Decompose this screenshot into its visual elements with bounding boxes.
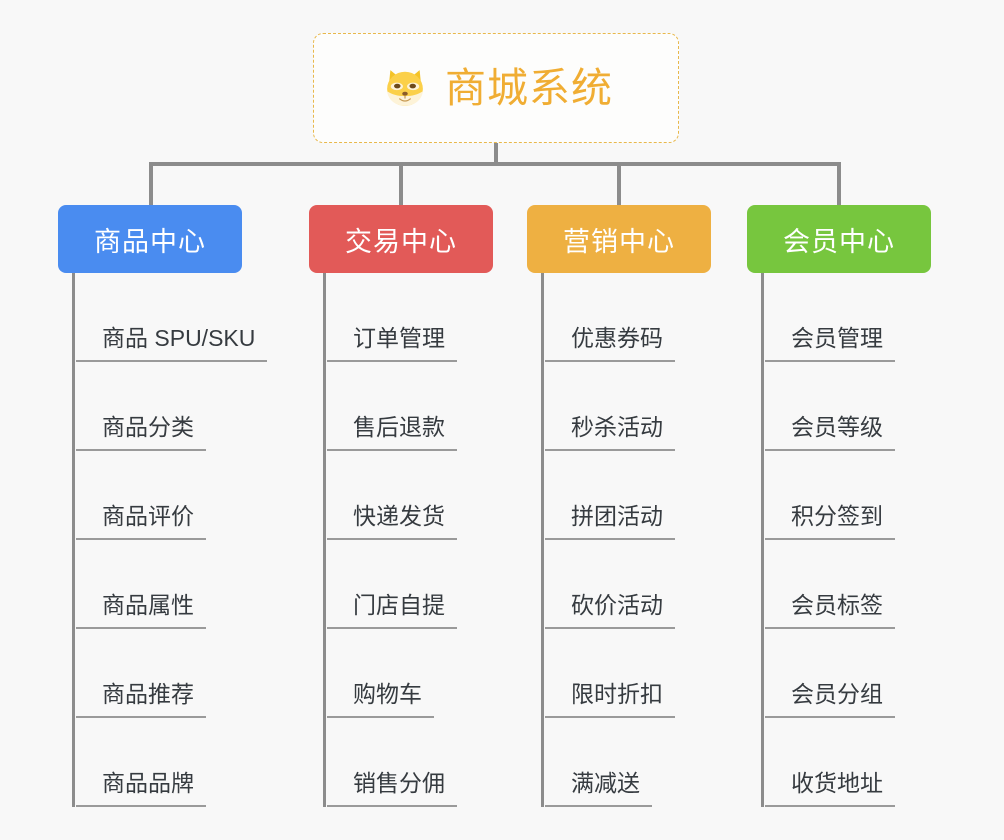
leaf-item[interactable]: 会员管理: [761, 273, 931, 362]
leaf-item[interactable]: 商品评价: [72, 451, 242, 540]
leaf-label: 拼团活动: [545, 502, 675, 540]
leaf-label: 积分签到: [765, 502, 895, 540]
leaf-label: 会员等级: [765, 413, 895, 451]
leaf-list-marketing-center: 优惠券码 秒杀活动 拼团活动 砍价活动 限时折扣 满减送: [541, 273, 711, 807]
leaf-label: 秒杀活动: [545, 413, 675, 451]
shiba-dog-face-icon: [387, 70, 423, 109]
leaf-label: 售后退款: [327, 413, 457, 451]
leaf-item[interactable]: 收货地址: [761, 718, 931, 807]
column-trade-center: 交易中心 订单管理 售后退款 快递发货 门店自提 购物车 销售分佣: [309, 205, 493, 807]
leaf-item[interactable]: 会员分组: [761, 629, 931, 718]
column-member-center: 会员中心 会员管理 会员等级 积分签到 会员标签 会员分组 收货地址: [747, 205, 931, 807]
leaf-item[interactable]: 优惠券码: [541, 273, 711, 362]
connector-drop-marketing-center: [617, 162, 621, 207]
column-marketing-center: 营销中心 优惠券码 秒杀活动 拼团活动 砍价活动 限时折扣 满减送: [527, 205, 711, 807]
leaf-label: 会员管理: [765, 324, 895, 362]
category-header-product-center[interactable]: 商品中心: [58, 205, 242, 273]
leaf-label: 优惠券码: [545, 324, 675, 362]
leaf-item[interactable]: 商品 SPU/SKU: [72, 273, 268, 362]
leaf-label: 商品推荐: [76, 680, 206, 718]
connector-root-stem: [494, 143, 498, 165]
category-header-marketing-center[interactable]: 营销中心: [527, 205, 711, 273]
column-product-center: 商品中心 商品 SPU/SKU 商品分类 商品评价 商品属性 商品推荐 商品品牌: [58, 205, 268, 807]
leaf-label: 购物车: [327, 680, 434, 718]
leaf-label: 收货地址: [765, 769, 895, 807]
connector-spine-member-center: [761, 273, 764, 807]
leaf-label: 商品属性: [76, 591, 206, 629]
leaf-item[interactable]: 砍价活动: [541, 540, 711, 629]
leaf-item[interactable]: 商品推荐: [72, 629, 242, 718]
leaf-label: 快递发货: [327, 502, 457, 540]
leaf-item[interactable]: 购物车: [323, 629, 493, 718]
connector-spine-marketing-center: [541, 273, 544, 807]
leaf-item[interactable]: 拼团活动: [541, 451, 711, 540]
leaf-label: 销售分佣: [327, 769, 457, 807]
leaf-label: 会员标签: [765, 591, 895, 629]
leaf-item[interactable]: 积分签到: [761, 451, 931, 540]
leaf-item[interactable]: 售后退款: [323, 362, 493, 451]
leaf-item[interactable]: 商品品牌: [72, 718, 242, 807]
leaf-label: 商品品牌: [76, 769, 206, 807]
leaf-label: 订单管理: [327, 324, 457, 362]
leaf-item[interactable]: 会员等级: [761, 362, 931, 451]
leaf-list-trade-center: 订单管理 售后退款 快递发货 门店自提 购物车 销售分佣: [323, 273, 493, 807]
leaf-label: 商品评价: [76, 502, 206, 540]
leaf-label: 砍价活动: [545, 591, 675, 629]
leaf-item[interactable]: 商品属性: [72, 540, 242, 629]
leaf-item[interactable]: 会员标签: [761, 540, 931, 629]
leaf-item[interactable]: 限时折扣: [541, 629, 711, 718]
leaf-label: 商品 SPU/SKU: [76, 324, 268, 362]
connector-drop-member-center: [837, 162, 841, 207]
leaf-item[interactable]: 商品分类: [72, 362, 242, 451]
category-header-member-center[interactable]: 会员中心: [747, 205, 931, 273]
connector-drop-trade-center: [399, 162, 403, 207]
leaf-item[interactable]: 满减送: [541, 718, 711, 807]
leaf-item[interactable]: 快递发货: [323, 451, 493, 540]
connector-horizontal-bus: [149, 162, 841, 166]
leaf-list-member-center: 会员管理 会员等级 积分签到 会员标签 会员分组 收货地址: [761, 273, 931, 807]
leaf-item[interactable]: 销售分佣: [323, 718, 493, 807]
leaf-label: 门店自提: [327, 591, 457, 629]
connector-spine-trade-center: [323, 273, 326, 807]
connector-drop-product-center: [149, 162, 153, 207]
leaf-item[interactable]: 门店自提: [323, 540, 493, 629]
root-node-title: 商城系统: [445, 64, 613, 111]
category-header-trade-center[interactable]: 交易中心: [309, 205, 493, 273]
leaf-label: 商品分类: [76, 413, 206, 451]
leaf-list-product-center: 商品 SPU/SKU 商品分类 商品评价 商品属性 商品推荐 商品品牌: [72, 273, 268, 807]
leaf-item[interactable]: 订单管理: [323, 273, 493, 362]
connector-spine-product-center: [72, 273, 75, 807]
leaf-item[interactable]: 秒杀活动: [541, 362, 711, 451]
root-node-mall-system[interactable]: 商城系统: [313, 33, 679, 143]
leaf-label: 限时折扣: [545, 680, 675, 718]
leaf-label: 满减送: [545, 769, 652, 807]
leaf-label: 会员分组: [765, 680, 895, 718]
